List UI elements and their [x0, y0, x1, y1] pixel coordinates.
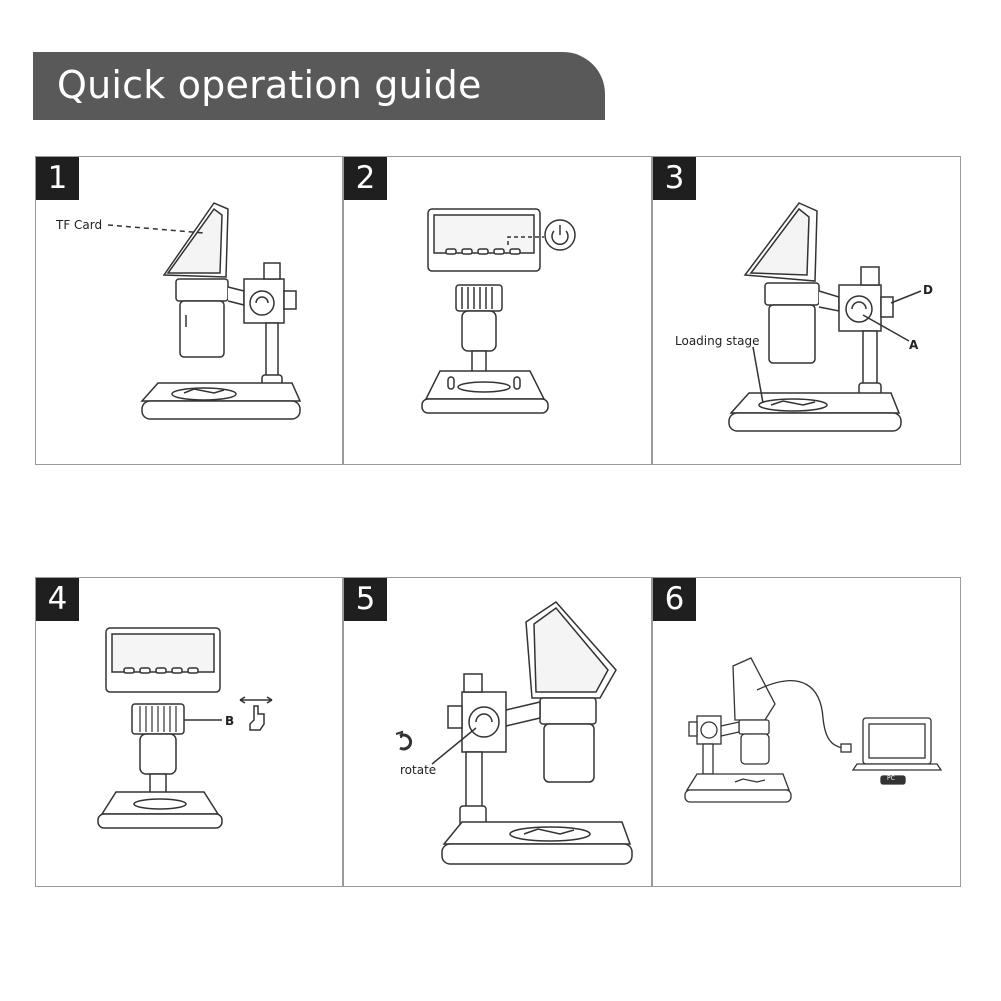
- microscope-illustration: [107, 202, 302, 420]
- usb-cable-icon: [756, 680, 844, 749]
- step-panel-4: 4 B: [35, 577, 343, 887]
- label-b: B: [225, 714, 235, 728]
- label-loading-stage: Loading stage: [675, 334, 760, 348]
- step-number: 1: [36, 157, 79, 200]
- microscope-illustration: [395, 601, 633, 865]
- step-number: 5: [344, 578, 387, 621]
- step-panel-1: 1 TF Card: [35, 156, 343, 465]
- step-number: 2: [344, 157, 387, 200]
- title-banner: Quick operation guide: [33, 52, 605, 120]
- label-rotate: rotate: [400, 763, 437, 777]
- step-number: 4: [36, 578, 79, 621]
- label-tf-card: TF Card: [56, 218, 103, 232]
- laptop-icon: [851, 717, 943, 785]
- microscope-illustration: [684, 657, 943, 803]
- microscope-illustration: [728, 202, 922, 432]
- label-d: D: [923, 283, 933, 297]
- step-panel-6: 6 PC: [652, 577, 961, 887]
- step-panel-2: 2: [343, 156, 652, 465]
- label-a: A: [909, 338, 919, 352]
- rotate-arrow-icon: [395, 730, 413, 751]
- page-title: Quick operation guide: [57, 63, 482, 107]
- step-panel-5: 5 rotate: [343, 577, 652, 887]
- microscope-illustration: [421, 208, 576, 414]
- step-number: 3: [653, 157, 696, 200]
- step-panel-3: 3 Loading stage A D: [652, 156, 961, 465]
- hand-swipe-icon: [239, 696, 273, 731]
- microscope-illustration: [97, 627, 273, 829]
- label-pc: PC: [887, 775, 895, 782]
- step-number: 6: [653, 578, 696, 621]
- power-icon: [544, 219, 576, 251]
